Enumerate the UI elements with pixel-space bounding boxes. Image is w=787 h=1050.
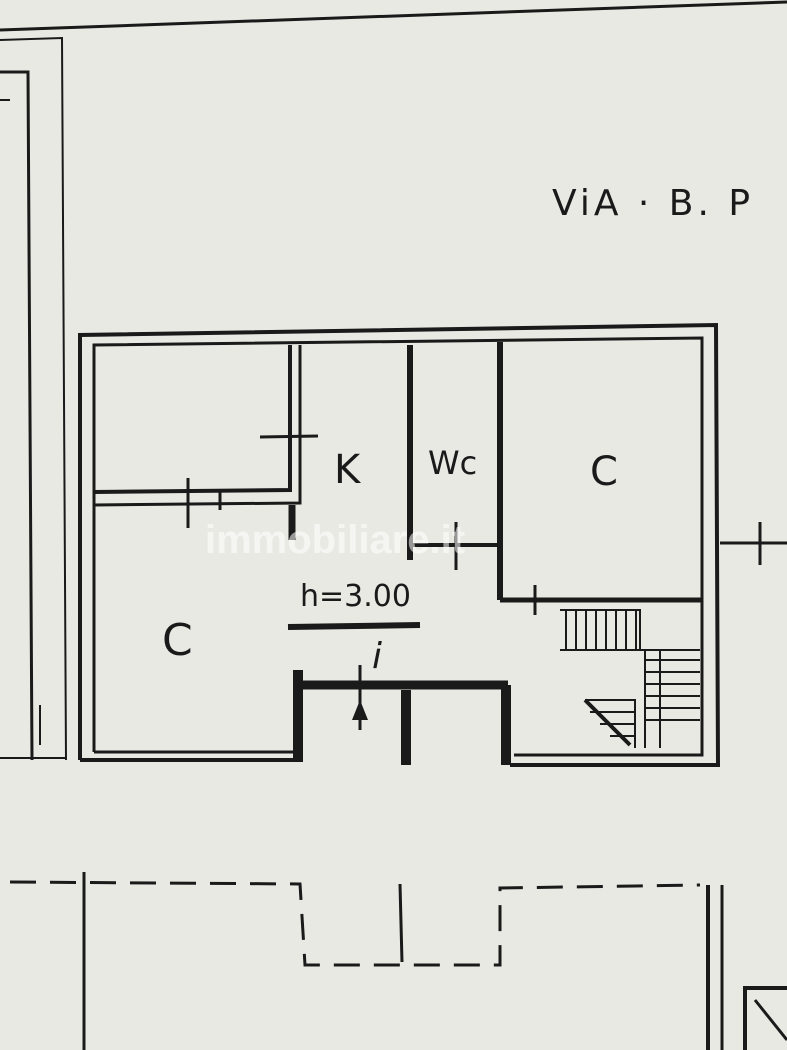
room-label-bedroom-right: C xyxy=(590,449,618,495)
height-underline xyxy=(287,622,421,630)
ceiling-height-label: h=3.00 xyxy=(300,579,411,614)
room-label-bathroom: Wc xyxy=(428,444,477,482)
street-label: ViA · B. P xyxy=(552,183,754,224)
staircase xyxy=(560,609,700,748)
watermark: immobiliare.it xyxy=(205,518,465,562)
entrance-arrow xyxy=(352,700,368,720)
neighbor-building-left xyxy=(0,36,67,761)
page-top-border xyxy=(0,0,787,32)
entrance-label: i xyxy=(372,636,382,677)
room-label-bedroom-left: C xyxy=(162,615,193,666)
apartment-outer-walls xyxy=(78,322,721,767)
room-label-kitchen: K xyxy=(334,447,362,493)
lower-dashed-outline xyxy=(9,880,701,967)
lower-walls xyxy=(82,872,787,1050)
